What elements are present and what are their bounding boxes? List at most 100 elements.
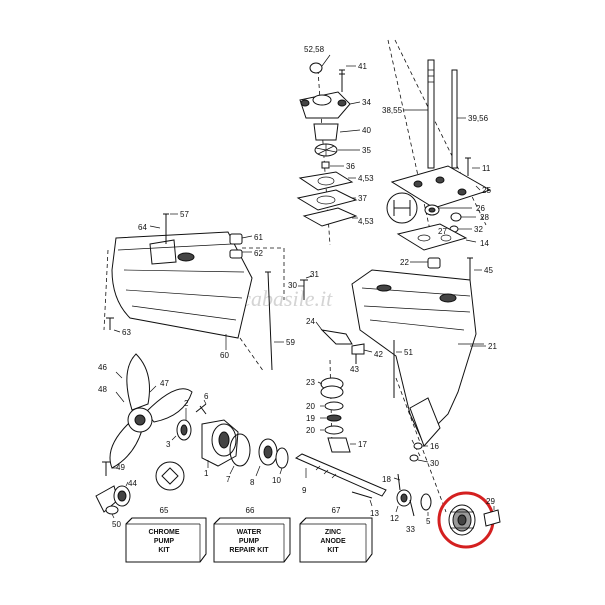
callout-27: 27 bbox=[438, 227, 447, 236]
kit-box-67: 67 ZINC ANODE KIT bbox=[299, 506, 373, 563]
gearcase bbox=[298, 269, 486, 513]
callout-45: 45 bbox=[484, 266, 493, 275]
callout-5: 5 bbox=[426, 517, 431, 526]
callout-20-lower: 20 bbox=[306, 426, 315, 435]
propeller bbox=[109, 353, 207, 491]
callout-19: 19 bbox=[306, 414, 315, 423]
callout-61: 61 bbox=[254, 233, 263, 242]
callout-3: 3 bbox=[166, 440, 171, 449]
kit-line-66-1: WATER bbox=[237, 529, 262, 536]
callout-60: 60 bbox=[220, 351, 229, 360]
callout-36: 36 bbox=[346, 162, 355, 171]
callout-40: 40 bbox=[362, 126, 371, 135]
impeller-liner-part bbox=[313, 123, 339, 141]
highlighted-forward-gear bbox=[437, 491, 501, 549]
kit-number-65: 65 bbox=[160, 506, 169, 515]
kit-boxes: 65 CHROME PUMP KIT 66 WATER PUMP REPAIR … bbox=[125, 506, 373, 563]
callout-49: 49 bbox=[116, 463, 125, 472]
callout-14: 14 bbox=[480, 239, 489, 248]
callout-6: 6 bbox=[204, 392, 209, 401]
callout-50: 50 bbox=[112, 520, 121, 529]
callout-24: 24 bbox=[306, 317, 315, 326]
callout-30-lower: 30 bbox=[430, 459, 439, 468]
callout-1: 1 bbox=[204, 469, 209, 478]
callout-41: 41 bbox=[358, 62, 367, 71]
gearcase-part bbox=[351, 269, 477, 441]
callout-11: 11 bbox=[482, 164, 491, 173]
callout-59: 59 bbox=[286, 338, 295, 347]
thrust-hub bbox=[95, 461, 131, 519]
pinion-stack bbox=[317, 359, 356, 453]
kit-box-65: 65 CHROME PUMP KIT bbox=[125, 506, 207, 563]
callout-26: 26 bbox=[476, 204, 485, 213]
callout-4-53-lower: 4,53 bbox=[358, 217, 374, 226]
callout-31: 31 bbox=[310, 270, 319, 279]
kit-number-66: 66 bbox=[246, 506, 255, 515]
callout-46: 46 bbox=[98, 363, 107, 372]
callout-33: 33 bbox=[406, 525, 415, 534]
exhaust-housing-part bbox=[111, 231, 253, 339]
kit-line-66-3: REPAIR KIT bbox=[229, 547, 269, 554]
callout-47: 47 bbox=[160, 379, 169, 388]
callout-34: 34 bbox=[362, 98, 371, 107]
callout-64: 64 bbox=[138, 223, 147, 232]
bearing-carrier bbox=[201, 419, 289, 477]
callout-2: 2 bbox=[184, 399, 189, 408]
callout-57: 57 bbox=[180, 210, 189, 219]
callout-23: 23 bbox=[306, 378, 315, 387]
callout-37: 37 bbox=[358, 194, 367, 203]
callout-18: 18 bbox=[382, 475, 391, 484]
callout-21: 21 bbox=[488, 342, 497, 351]
callout-10: 10 bbox=[272, 476, 281, 485]
callout-28: 28 bbox=[480, 213, 489, 222]
callout-38-55: 38,55 bbox=[382, 106, 403, 115]
callout-29: 29 bbox=[486, 497, 495, 506]
callout-51: 51 bbox=[404, 348, 413, 357]
callout-48: 48 bbox=[98, 385, 107, 394]
callout-12: 12 bbox=[390, 514, 399, 523]
propshaft bbox=[294, 453, 432, 517]
kit-line-67-1: ZINC bbox=[325, 529, 341, 536]
callout-4-53-upper: 4,53 bbox=[358, 174, 374, 183]
lock-tab-detail bbox=[155, 461, 185, 491]
grommet-part bbox=[309, 62, 323, 74]
callout-25: 25 bbox=[482, 186, 491, 195]
kit-line-65-2: PUMP bbox=[154, 538, 175, 545]
callout-63: 63 bbox=[122, 328, 131, 337]
exhaust-plate-part bbox=[390, 165, 492, 209]
part-callouts: 52,58 41 34 40 35 36 4,53 37 4,53 38,55 … bbox=[98, 45, 497, 534]
callout-62: 62 bbox=[254, 249, 263, 258]
water-pump-stack bbox=[296, 39, 487, 246]
kit-line-67-2: ANODE bbox=[320, 538, 346, 545]
pinion-gear-part bbox=[327, 437, 351, 453]
gasket-plate-part bbox=[298, 171, 354, 191]
driveshafts bbox=[404, 59, 480, 176]
callout-16: 16 bbox=[430, 442, 439, 451]
shift-rod-part bbox=[451, 69, 458, 169]
callout-20-upper: 20 bbox=[306, 402, 315, 411]
callout-39-56: 39,56 bbox=[468, 114, 489, 123]
kit-line-65-3: KIT bbox=[158, 547, 170, 554]
exhaust-housing bbox=[103, 213, 285, 373]
kit-box-66: 66 WATER PUMP REPAIR KIT bbox=[213, 506, 291, 563]
callout-44: 44 bbox=[128, 479, 137, 488]
impeller-part bbox=[314, 143, 338, 157]
callout-30-upper: 30 bbox=[288, 281, 297, 290]
callout-52-58: 52,58 bbox=[304, 45, 325, 54]
driveshaft-part bbox=[427, 59, 435, 169]
callout-9: 9 bbox=[302, 486, 307, 495]
callout-7: 7 bbox=[226, 475, 231, 484]
kit-line-65-1: CHROME bbox=[148, 529, 179, 536]
upper-plate-assembly bbox=[386, 165, 492, 294]
callout-32: 32 bbox=[474, 225, 483, 234]
callout-17: 17 bbox=[358, 440, 367, 449]
kit-line-67-3: KIT bbox=[327, 547, 339, 554]
propeller-shaft-part bbox=[294, 453, 387, 497]
callout-22: 22 bbox=[400, 258, 409, 267]
kit-number-67: 67 bbox=[332, 506, 341, 515]
kit-line-66-2: PUMP bbox=[239, 538, 260, 545]
wear-plate-part bbox=[296, 189, 358, 211]
seal-detail-circle bbox=[386, 192, 418, 224]
callout-13: 13 bbox=[370, 509, 379, 518]
